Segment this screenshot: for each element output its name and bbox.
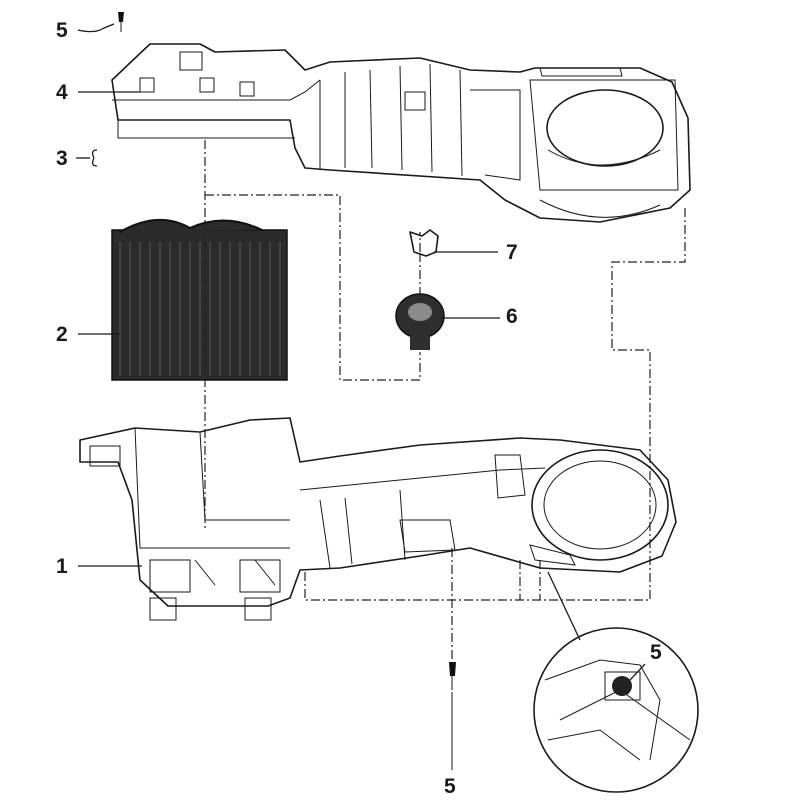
leader-lines [76,23,646,681]
alignment-lines [204,140,686,672]
detail-view-circle [533,571,699,793]
clip [409,229,439,257]
grommet [395,293,445,350]
callout-7: 7 [506,241,518,264]
callout-4: 4 [56,81,68,104]
screw-bottom [449,662,456,770]
callout-3: 3 [56,147,68,170]
callout-2: 2 [56,323,68,346]
lower-housing [79,417,677,621]
evaporator-core [111,218,288,381]
callout-5-top: 5 [56,19,68,42]
callout-5-bottom: 5 [444,775,456,798]
screw-top [118,12,124,32]
upper-housing [111,43,691,223]
callout-1: 1 [56,555,68,578]
callout-5-detail: 5 [650,641,662,664]
callout-6: 6 [506,305,518,328]
